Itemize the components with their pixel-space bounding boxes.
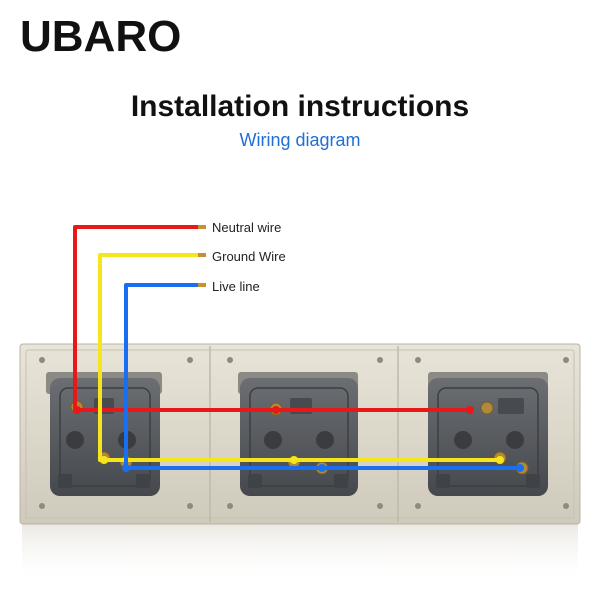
screw-hole bbox=[563, 357, 569, 363]
socket-module-1 bbox=[46, 372, 162, 496]
live-line-label: Live line bbox=[212, 279, 260, 294]
socket-pin-hole bbox=[264, 431, 282, 449]
screw-hole bbox=[187, 357, 193, 363]
screw-hole bbox=[39, 503, 45, 509]
ground-terminal bbox=[290, 456, 298, 464]
screw-hole bbox=[39, 357, 45, 363]
live-terminal bbox=[318, 464, 326, 472]
ground-wire bbox=[98, 253, 500, 462]
screw-hole bbox=[227, 357, 233, 363]
ground-wire-tip bbox=[198, 253, 206, 257]
screw-hole bbox=[563, 503, 569, 509]
screw-hole bbox=[377, 503, 383, 509]
page-subtitle: Wiring diagram bbox=[239, 130, 361, 150]
neutral-terminal bbox=[73, 406, 81, 414]
neutral-terminal bbox=[272, 406, 280, 414]
ground-terminal bbox=[496, 456, 504, 464]
socket-module-2 bbox=[238, 372, 358, 496]
terminal-screw bbox=[480, 401, 494, 415]
screw-hole bbox=[187, 503, 193, 509]
socket-pin-hole bbox=[316, 431, 334, 449]
brand-logo: UBARO bbox=[20, 12, 182, 61]
ground-terminal bbox=[100, 456, 108, 464]
screw-hole bbox=[415, 357, 421, 363]
ground-wire-label: Ground Wire bbox=[212, 249, 286, 264]
live-terminal bbox=[122, 464, 130, 472]
socket-pin-hole bbox=[506, 431, 524, 449]
socket-pin-hole bbox=[454, 431, 472, 449]
page-title: Installation instructions bbox=[130, 90, 470, 123]
screw-hole bbox=[227, 503, 233, 509]
neutral-terminal bbox=[466, 406, 474, 414]
neutral-wire-label: Neutral wire bbox=[212, 220, 282, 235]
neutral-wire-tip bbox=[198, 225, 206, 229]
socket-module-3 bbox=[428, 372, 548, 496]
live-terminal bbox=[516, 464, 524, 472]
screw-hole bbox=[377, 357, 383, 363]
panel-reflection bbox=[22, 524, 578, 584]
screw-hole bbox=[415, 503, 421, 509]
live-wire-tip bbox=[198, 283, 206, 287]
socket-pin-hole bbox=[66, 431, 84, 449]
